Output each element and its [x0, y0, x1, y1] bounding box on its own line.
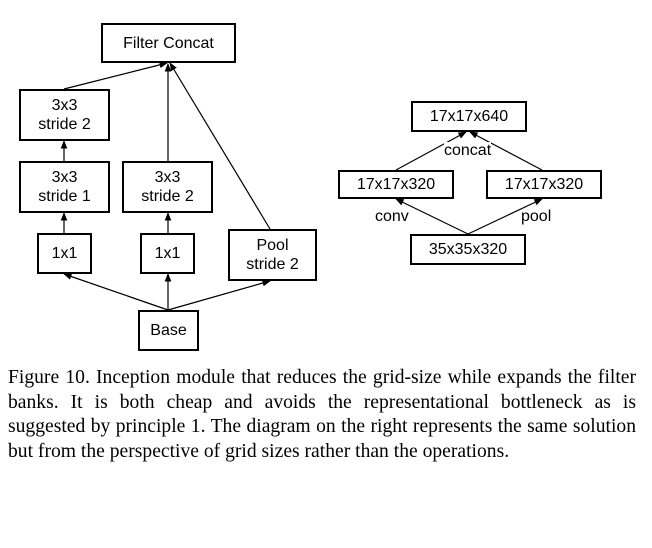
branch2-1x1-node: 1x1: [140, 233, 195, 274]
edge-bottom-to-right: [467, 198, 543, 235]
pool-stride2-node: Pool stride 2: [228, 229, 317, 281]
grid-35x35x320-node: 35x35x320: [410, 234, 526, 265]
branch1-1x1-node: 1x1: [37, 233, 92, 274]
branch1-3x3-stride1-node: 3x3 stride 1: [19, 161, 110, 213]
filter-concat-node: Filter Concat: [101, 23, 236, 63]
grid-17x17x320-right-node: 17x17x320: [486, 170, 602, 199]
grid-17x17x320-left-node: 17x17x320: [338, 170, 454, 199]
grid-17x17x640-node: 17x17x640: [411, 101, 527, 132]
branch1-3x3-stride2-node: 3x3 stride 2: [19, 89, 110, 141]
pool-edge-label: pool: [521, 208, 552, 225]
edge-bottom-to-left: [395, 198, 469, 235]
edge-base-to-pool: [167, 279, 271, 311]
edge-b1-to-concat: [63, 61, 168, 90]
edge-pool-to-concat: [169, 62, 271, 230]
concat-edge-label: concat: [444, 142, 492, 160]
branch2-3x3-stride2-node: 3x3 stride 2: [122, 161, 213, 213]
conv-edge-label: conv: [375, 208, 409, 225]
edge-base-to-b1-1x1: [63, 273, 169, 311]
edge-right-to-top: [469, 131, 543, 171]
base-node: Base: [138, 310, 199, 351]
edge-left-to-top: [395, 131, 467, 171]
figure-caption: Figure 10. Inception module that reduces…: [8, 367, 636, 462]
